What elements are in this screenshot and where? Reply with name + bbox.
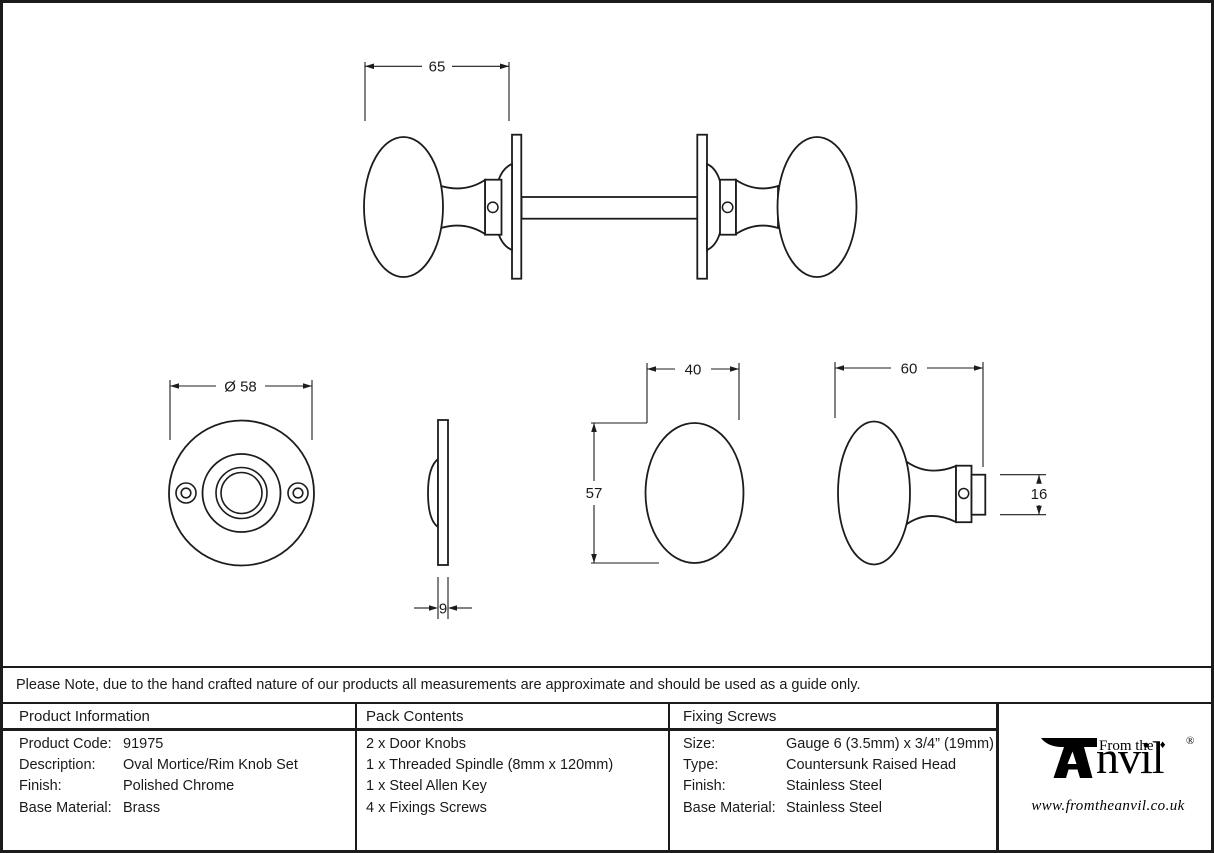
pack-item: 2 x Door Knobs: [366, 736, 466, 752]
dim-knob-height-label: 57: [586, 485, 603, 502]
dimension-knob-height: 57: [586, 422, 659, 564]
screw-material-label: Base Material:: [683, 799, 776, 816]
right-knob-neck: [735, 178, 779, 236]
rose-side-view: 9: [414, 419, 472, 619]
dim-rose-diameter-label: Ø 58: [224, 379, 257, 396]
brand-prefix: From the ♦: [1099, 738, 1167, 755]
technical-drawing: 65 Ø 58: [168, 59, 1048, 619]
table-top-rule: [3, 702, 1211, 704]
dimension-rose-depth: 9: [414, 577, 472, 619]
screw-type-row: Type: Countersunk Raised Head: [683, 755, 1007, 776]
divider-col2-col3: [668, 702, 670, 850]
dimension-hub-height: 16: [1000, 474, 1048, 516]
rose-side-dome: [427, 457, 439, 529]
product-code-row: Product Code: 91975: [19, 734, 371, 755]
left-screw-hole-inner: [180, 487, 192, 499]
screw-size-value: Gauge 6 (3.5mm) x 3/4” (19mm): [786, 736, 994, 752]
screw-finish-label: Finish:: [683, 778, 726, 795]
dimension-projection: 65: [364, 59, 510, 121]
knob-side-grub-screw: [957, 487, 970, 500]
table-header-rule: [3, 728, 998, 731]
divider-col1-col2: [355, 702, 357, 850]
dimension-knob-length: 60: [834, 361, 984, 467]
base-material-label: Base Material:: [19, 799, 112, 816]
brand-prefix-text: From the: [1099, 738, 1154, 754]
pack-contents-title: Pack Contents: [366, 708, 464, 725]
product-code-value: 91975: [123, 736, 164, 752]
dim-knob-width-label: 40: [685, 362, 702, 379]
rose-front-view: Ø 58: [168, 379, 315, 567]
screw-finish-value: Stainless Steel: [786, 778, 882, 795]
knob-side-shank: [970, 473, 987, 516]
rose-side-plate: [437, 419, 449, 566]
knob-front-view: 40 57: [586, 362, 745, 564]
dim-projection-label: 65: [429, 59, 446, 76]
knob-set-side-view: 65: [363, 59, 858, 280]
finish-value: Polished Chrome: [123, 778, 235, 795]
fixing-screws-cell: Fixing Screws Size: Gauge 6 (3.5mm) x 3/4…: [674, 704, 1007, 850]
finish-row: Finish: Polished Chrome: [19, 776, 371, 797]
dim-knob-length-label: 60: [901, 361, 918, 378]
left-knob: [363, 136, 444, 278]
pack-item: 1 x Steel Allen Key: [366, 778, 487, 795]
right-backplate: [696, 133, 708, 280]
screw-material-value: Stainless Steel: [786, 799, 882, 816]
spindle: [520, 196, 699, 220]
anvil-icon: [1041, 738, 1097, 778]
screw-finish-row: Finish: Stainless Steel: [683, 776, 1007, 797]
base-material-value: Brass: [123, 799, 161, 816]
right-knob: [776, 136, 858, 278]
screw-size-row: Size: Gauge 6 (3.5mm) x 3/4” (19mm): [683, 734, 1007, 755]
fixing-screws-title: Fixing Screws: [683, 708, 777, 725]
finish-label: Finish:: [19, 778, 62, 795]
product-information-cell: Product Information Product Code: 91975 D…: [6, 704, 371, 850]
left-grub-screw: [486, 201, 499, 214]
product-information-title: Product Information: [19, 708, 150, 725]
knob-oval-face: [644, 422, 745, 564]
knob-side-head: [837, 420, 911, 566]
right-screw-hole-inner: [292, 487, 304, 499]
pack-contents-cell: Pack Contents 2 x Door Knobs 1 x Threade…: [361, 704, 676, 850]
left-knob-neck: [440, 178, 486, 236]
brand-wordmark: nvil: [1096, 732, 1165, 783]
drawing-bottom-rule: [3, 666, 1211, 668]
registered-trademark-icon: ®: [1186, 735, 1195, 747]
pack-item: 1 x Threaded Spindle (8mm x 120mm): [366, 757, 614, 774]
right-grub-screw: [721, 201, 734, 214]
knob-side-view: 60 16: [834, 361, 1048, 566]
screw-type-value: Countersunk Raised Head: [786, 757, 957, 774]
diamond-icon: ♦: [1158, 741, 1167, 751]
screw-type-label: Type:: [683, 757, 719, 774]
brand-website: www.fromtheanvil.co.uk: [1031, 798, 1185, 814]
dimension-knob-width: 40: [646, 362, 740, 423]
measurement-note: Please Note, due to the hand crafted nat…: [16, 677, 861, 693]
divider-col3-logo: [996, 702, 999, 850]
description-row: Description: Oval Mortice/Rim Knob Set: [19, 755, 371, 776]
dimension-rose-diameter: Ø 58: [169, 379, 313, 440]
rose-spindle-hole: [220, 471, 263, 515]
screw-size-label: Size:: [683, 736, 716, 752]
brand-logo: From the ♦ nvil ® www.fromtheanvil.co.uk: [1002, 704, 1211, 850]
base-material-row: Base Material: Brass: [19, 798, 371, 819]
description-value: Oval Mortice/Rim Knob Set: [123, 757, 298, 774]
knob-side-neck: [906, 460, 957, 526]
description-label: Description:: [19, 757, 96, 774]
dim-rose-depth-label: 9: [439, 601, 447, 618]
product-code-label: Product Code:: [19, 736, 112, 752]
pack-item: 4 x Fixings Screws: [366, 799, 487, 816]
screw-material-row: Base Material: Stainless Steel: [683, 798, 1007, 819]
dim-hub-height-label: 16: [1031, 486, 1048, 503]
left-backplate: [511, 133, 523, 280]
